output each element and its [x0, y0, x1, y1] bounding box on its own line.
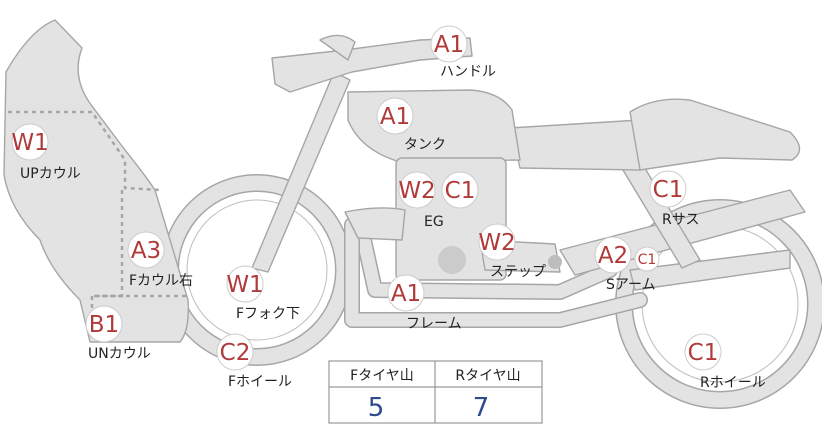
frame-tubes [344, 214, 648, 328]
badge-f-wheel: C2 [216, 333, 254, 371]
badge-handle: A1 [430, 25, 468, 63]
grade-s-arm-1: A2 [598, 243, 628, 269]
grade-eg-2: C1 [445, 178, 476, 204]
label-r-sus: Rサス [662, 212, 699, 228]
badge-f-cowl-right: A3 [127, 231, 165, 269]
grade-tank: A1 [380, 104, 410, 130]
badge-un-cowl: B1 [85, 305, 123, 343]
badge-tank: A1 [376, 97, 414, 135]
front-tire-value: 5 [368, 393, 385, 423]
grade-f-fork-lower: W1 [226, 272, 263, 298]
grade-up-cowl: W1 [11, 130, 48, 156]
badge-f-fork-lower: W1 [226, 265, 264, 303]
badge-eg: W2 C1 [398, 171, 479, 209]
label-tank: タンク [404, 137, 446, 153]
badge-frame: A1 [387, 274, 425, 312]
badge-step: W2 [478, 223, 516, 261]
label-r-wheel: Rホイール [700, 375, 766, 391]
badge-s-arm: A2 C1 [594, 236, 660, 274]
label-eg: EG [424, 214, 444, 230]
label-handle: ハンドル [440, 64, 496, 80]
grade-r-wheel: C1 [688, 340, 719, 366]
front-tire-header: Fタイヤ山 [350, 368, 414, 384]
badge-r-wheel: C1 [684, 333, 722, 371]
grade-un-cowl: B1 [89, 312, 119, 338]
label-f-wheel: Fホイール [228, 374, 292, 390]
seat-shape [509, 98, 801, 171]
label-f-fork-lower: Fフォク下 [236, 306, 300, 322]
label-frame: フレーム [406, 316, 462, 332]
label-un-cowl: UNカウル [88, 346, 151, 362]
label-up-cowl: UPカウル [20, 166, 81, 182]
badge-up-cowl: W1 [11, 123, 49, 161]
rear-tire-header: Rタイヤ山 [455, 368, 520, 384]
grade-r-sus: C1 [653, 177, 684, 203]
label-s-arm: Sアーム [606, 277, 656, 293]
label-f-cowl-right: Fカウル右 [129, 273, 193, 289]
grade-frame: A1 [391, 281, 421, 307]
grade-eg-1: W2 [398, 178, 435, 204]
grade-handle: A1 [434, 32, 464, 58]
label-step: ステップ [490, 264, 546, 280]
grade-s-arm-2: C1 [638, 252, 657, 268]
rear-tire-value: 7 [473, 393, 490, 423]
tire-tread-table: Fタイヤ山 Rタイヤ山 5 7 [328, 360, 543, 424]
grade-step: W2 [478, 230, 515, 256]
grade-f-cowl-right: A3 [131, 238, 161, 264]
front-fork-shape [251, 34, 473, 273]
grade-f-wheel: C2 [220, 340, 251, 366]
badge-r-sus: C1 [649, 170, 687, 208]
